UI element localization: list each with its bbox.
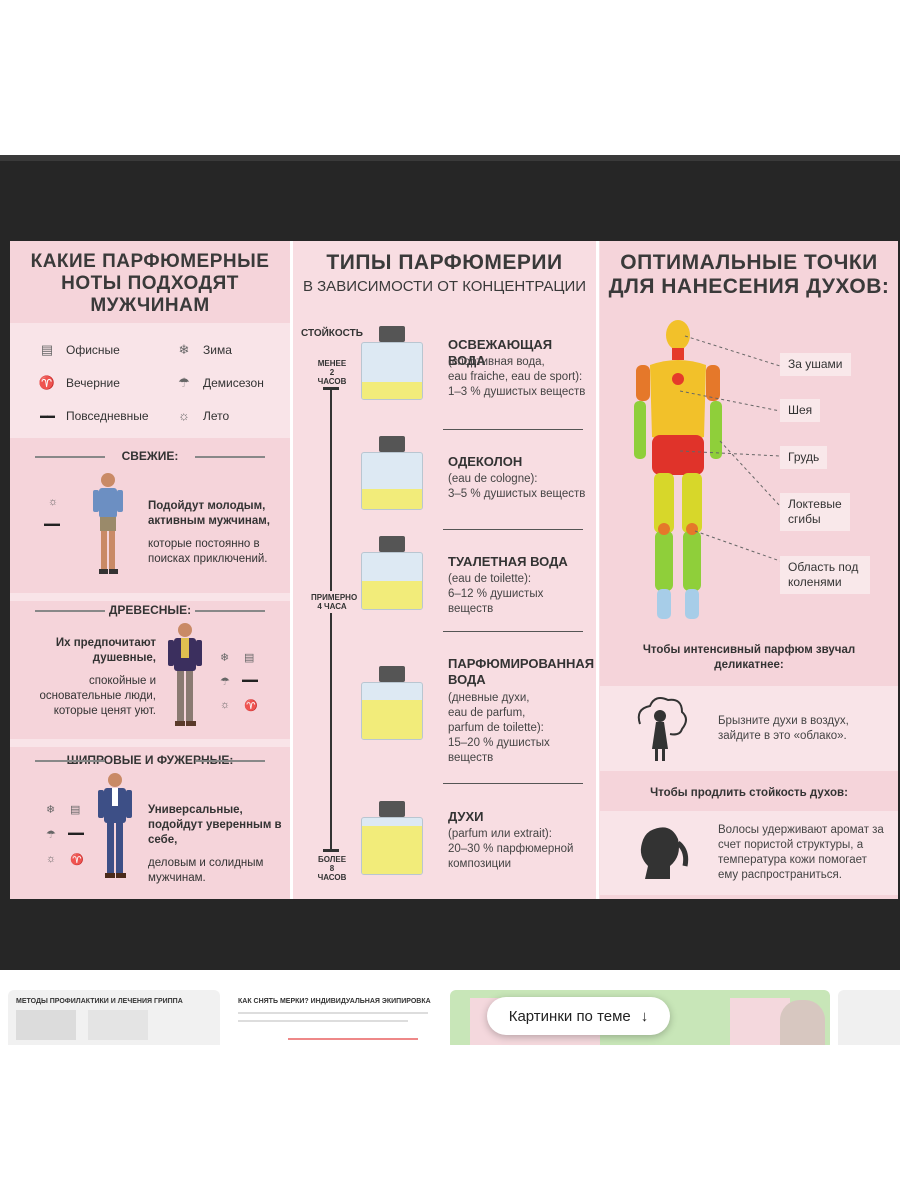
related-images-button[interactable]: Картинки по теме ↓	[487, 997, 670, 1035]
snowflake-icon: ❄	[178, 342, 190, 357]
type-3-desc: (eau de toilette):6–12 % душистых вещест…	[448, 573, 544, 615]
type-2-desc: (eau de cologne):3–5 % душистых веществ	[448, 473, 586, 500]
umbrella-icon: ☂	[220, 676, 230, 688]
tip-2-text: Волосы удерживают аромат за счет пористо…	[718, 824, 884, 881]
sun-icon: ☼	[48, 496, 59, 508]
legend-winter: ❄ Зима	[175, 341, 232, 359]
fresh-group-head: СВЕЖИЕ:	[10, 449, 290, 463]
briefcase-icon: ▤	[40, 342, 54, 357]
men-notes-title: КАКИЕ ПАРФЮМЕРНЫЕ НОТЫ ПОДХОДЯТ МУЖЧИНАМ	[30, 251, 270, 316]
umbrella-icon: ☂	[46, 829, 56, 841]
perfume-types-column: ТИПЫ ПАРФЮМЕРИИ В ЗАВИСИМОСТИ ОТ КОНЦЕНТ…	[293, 241, 596, 899]
type-4-title: ПАРФЮМИРОВАННАЯ ВОДА	[448, 656, 595, 687]
related-thumb-1[interactable]: МЕТОДЫ ПРОФИЛАКТИКИ И ЛЕЧЕНИЯ ГРИППА	[8, 990, 220, 1045]
point-chest: Грудь	[780, 446, 828, 469]
legend-office: ▤ Офисные	[38, 341, 120, 359]
application-points-column: ОПТИМАЛЬНЫЕ ТОЧКИ ДЛЯ НАНЕСЕНИЯ ДУХОВ:	[600, 241, 898, 899]
pointer-lines	[680, 335, 781, 562]
tip-1-heading: Чтобы интенсивный парфюм звучал деликатн…	[642, 644, 856, 671]
image-viewer: КАКИЕ ПАРФЮМЕРНЫЕ НОТЫ ПОДХОДЯТ МУЖЧИНАМ…	[0, 155, 900, 970]
bottle-2	[361, 436, 423, 511]
glass-icon: ♈	[38, 375, 56, 390]
point-neck: Шея	[780, 399, 821, 422]
perfume-types-title: ТИПЫ ПАРФЮМЕРИИ В ЗАВИСИМОСТИ ОТ КОНЦЕНТ…	[302, 251, 587, 295]
briefcase-icon: ▤	[70, 804, 81, 816]
young-man-figure	[93, 473, 123, 574]
tip-2-box: Волосы удерживают аромат за счет пористо…	[600, 811, 898, 895]
woody-group-head: ДРЕВЕСНЫЕ:	[10, 603, 290, 617]
sunglasses-icon: ▬▬	[40, 411, 55, 420]
less-2h-label: МЕНЕЕ 2 ЧАСОВ	[317, 359, 347, 386]
woody-man-figure	[168, 623, 202, 726]
type-separator	[443, 783, 583, 784]
glass-icon: ♈	[244, 700, 258, 712]
bottle-4	[361, 666, 423, 741]
sunglasses-icon: ▬▬	[44, 519, 60, 528]
durability-scale-line	[330, 389, 332, 851]
business-man-figure	[98, 773, 132, 878]
related-thumb-2[interactable]: КАК СНЯТЬ МЕРКИ? ИНДИВИДУАЛЬНАЯ ЭКИПИРОВ…	[228, 990, 443, 1045]
legend-demiseason: ☂ Демисезон	[175, 374, 264, 392]
sun-icon: ☼	[220, 699, 231, 711]
men-notes-column: КАКИЕ ПАРФЮМЕРНЫЕ НОТЫ ПОДХОДЯТ МУЖЧИНАМ…	[10, 241, 290, 899]
fresh-group-text: Подойдут молодым, активным мужчинам, кот…	[148, 500, 270, 565]
tip-1-text: Брызните духи в воздух, зайдите в это «о…	[718, 715, 849, 742]
point-elbows: Локтевые сгибы	[780, 493, 850, 531]
chypre-group-head: ШИПРОВЫЕ И ФУЖЕРНЫЕ:	[10, 753, 290, 767]
sun-icon: ☼	[46, 853, 57, 865]
legend-evening: ♈ Вечерние	[38, 375, 120, 390]
group-band	[10, 593, 290, 601]
type-1-title: ОСВЕЖАЮЩАЯ ВОДА	[448, 337, 553, 368]
type-4-desc: (дневные духи,eau de parfum,parfum de to…	[448, 692, 550, 764]
woman-head-icon	[640, 827, 689, 879]
scale-cap-bottom	[323, 849, 339, 852]
related-thumb-4[interactable]	[838, 990, 900, 1045]
sunglasses-icon: ▬▬	[242, 675, 258, 684]
application-points-title: ОПТИМАЛЬНЫЕ ТОЧКИ ДЛЯ НАНЕСЕНИЯ ДУХОВ:	[608, 251, 890, 298]
woody-group-text: Их предпочитают душевные, спокойные и ос…	[39, 637, 157, 717]
type-5-title: ДУХИ	[448, 809, 484, 824]
type-separator	[443, 529, 583, 530]
point-knees: Область под коленями	[780, 556, 870, 594]
cloud-woman-icon	[637, 697, 687, 761]
notes-legend: ▤ Офисные ❄ Зима ♈ Вечерние ☂ Демисезон …	[10, 323, 290, 438]
briefcase-icon: ▤	[244, 652, 255, 664]
approx-4h-label: ПРИМЕРНО 4 ЧАСА	[311, 591, 358, 613]
type-5-desc: (parfum или extrait):20–30 % парфюмерной…	[448, 828, 574, 870]
column-divider	[290, 241, 293, 899]
page-top-blank	[0, 0, 900, 155]
sun-icon: ☼	[178, 408, 190, 423]
type-2-title: ОДЕКОЛОН	[448, 454, 523, 469]
tip-1-box: Брызните духи в воздух, зайдите в это «о…	[600, 686, 898, 771]
snowflake-icon: ❄	[46, 804, 56, 816]
type-separator	[443, 429, 583, 430]
bottle-1	[361, 326, 423, 401]
glass-icon: ♈	[70, 854, 84, 866]
type-3-title: ТУАЛЕТНАЯ ВОДА	[448, 554, 568, 569]
infographic-image[interactable]: КАКИЕ ПАРФЮМЕРНЫЕ НОТЫ ПОДХОДЯТ МУЖЧИНАМ…	[10, 241, 898, 899]
legend-casual: ▬▬ Повседневные	[40, 409, 149, 423]
chypre-group-text: Универсальные, подойдут уверенным в себе…	[148, 804, 282, 884]
legend-summer: ☼ Лето	[175, 407, 229, 425]
point-behind-ears: За ушами	[780, 353, 851, 376]
column-divider	[596, 241, 599, 899]
group-band	[10, 739, 290, 747]
bottle-5	[361, 801, 423, 876]
body-heatmap-figure	[634, 320, 722, 619]
durability-label: СТОЙКОСТЬ	[301, 328, 363, 339]
arrow-down-icon: ↓	[640, 1007, 649, 1025]
umbrella-icon: ☂	[178, 375, 190, 390]
type-separator	[443, 631, 583, 632]
snowflake-icon: ❄	[220, 652, 230, 664]
scale-cap-top	[323, 387, 339, 390]
more-8h-label: БОЛЕЕ 8 ЧАСОВ	[317, 855, 347, 882]
related-images-strip: МЕТОДЫ ПРОФИЛАКТИКИ И ЛЕЧЕНИЯ ГРИППА КАК…	[0, 985, 900, 1045]
tip-2-heading: Чтобы продлить стойкость духов:	[650, 787, 848, 799]
sunglasses-icon: ▬▬	[68, 828, 84, 837]
type-1-desc: (спортивная вода,eau fraiche, eau de spo…	[448, 356, 586, 398]
bottle-3	[361, 536, 423, 611]
presenter-avatar	[780, 1000, 825, 1045]
